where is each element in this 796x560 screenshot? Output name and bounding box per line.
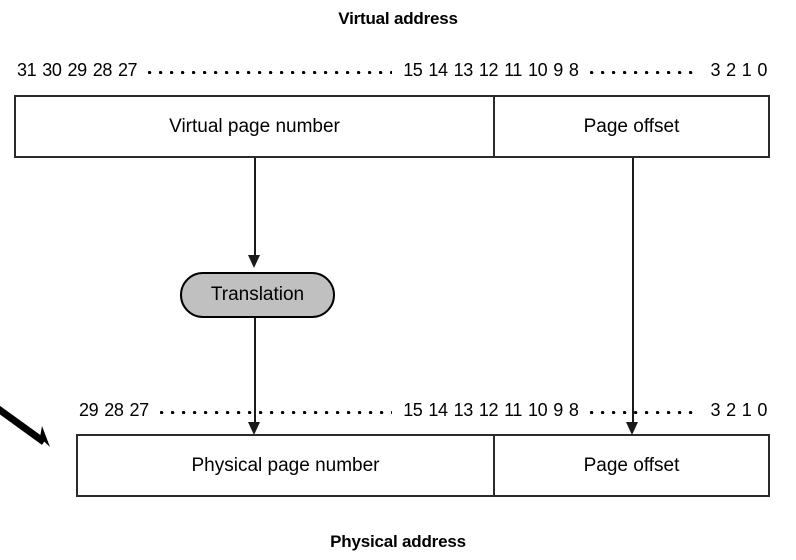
bit-label: 29 — [79, 399, 99, 420]
bit-ellipsis-dots — [148, 61, 393, 79]
bit-label: 11 — [504, 59, 523, 80]
vpn-to-translation-arrow-line — [254, 158, 256, 258]
physical-bits-mid-group: 15 14 13 12 11 10 9 8 — [400, 400, 581, 421]
bit-label: 12 — [478, 59, 499, 80]
bit-label: 3 — [710, 399, 721, 420]
bit-label: 9 — [553, 399, 563, 420]
bit-ellipsis-dots — [589, 61, 700, 79]
bit-label: 15 — [403, 399, 423, 420]
bit-label: 27 — [117, 59, 138, 80]
bit-label: 13 — [453, 59, 474, 80]
bit-label: 14 — [428, 59, 448, 80]
virtual-address-title: Virtual address — [338, 9, 458, 28]
physical-address-box: Physical page number Page offset — [76, 434, 770, 497]
bit-label: 10 — [528, 59, 548, 80]
bit-label: 28 — [92, 59, 113, 80]
bit-label: 15 — [403, 59, 423, 80]
bit-label: 31 — [17, 59, 37, 80]
bit-label: 9 — [553, 59, 563, 80]
virtual-bits-mid-group: 15 14 13 12 11 10 9 8 — [400, 60, 581, 81]
physical-address-title: Physical address — [330, 532, 466, 551]
external-incoming-arrow-icon — [0, 405, 50, 447]
virtual-bits-high-group: 31 30 29 28 27 — [14, 60, 140, 81]
bit-label: 2 — [726, 59, 736, 80]
physical-bits-low-group: 3 2 1 0 — [708, 400, 771, 421]
translation-to-ppn-arrow-head — [248, 422, 260, 435]
bit-label: 28 — [104, 399, 124, 420]
bit-label: 11 — [504, 399, 523, 420]
bit-label: 1 — [741, 59, 752, 80]
bit-label: 3 — [710, 59, 721, 80]
bit-label: 0 — [757, 399, 767, 420]
page-offset-passthrough-arrow-line — [632, 158, 634, 426]
virtual-address-box: Virtual page number Page offset — [14, 95, 770, 158]
physical-page-offset-field: Page offset — [583, 454, 680, 476]
physical-page-number-field: Physical page number — [78, 436, 495, 495]
bit-label: 29 — [67, 59, 87, 80]
virtual-bits-low-group: 3 2 1 0 — [708, 60, 771, 81]
physical-address-bit-labels: 29 28 27 15 14 13 12 11 10 9 8 3 2 1 0 — [76, 399, 770, 421]
bit-label: 8 — [568, 399, 579, 420]
page-offset-passthrough-arrow-head — [626, 422, 638, 435]
bit-ellipsis-dots — [159, 401, 393, 419]
bit-label: 0 — [757, 59, 767, 80]
virtual-page-offset-field: Page offset — [583, 115, 680, 137]
bit-label: 13 — [453, 399, 474, 420]
translation-node: Translation — [180, 272, 335, 318]
bit-label: 1 — [741, 399, 752, 420]
vpn-to-translation-arrow-head — [248, 255, 260, 268]
physical-bits-high-group: 29 28 27 — [76, 400, 152, 421]
bit-label: 10 — [528, 399, 548, 420]
bit-label: 2 — [726, 399, 736, 420]
translation-to-ppn-arrow-line — [254, 318, 256, 426]
bit-label: 8 — [568, 59, 579, 80]
bit-ellipsis-dots — [589, 401, 700, 419]
bit-label: 14 — [428, 399, 448, 420]
bit-label: 30 — [42, 59, 62, 80]
bit-label: 27 — [129, 399, 149, 420]
bit-label: 12 — [478, 399, 499, 420]
virtual-page-number-field: Virtual page number — [16, 97, 495, 156]
virtual-address-bit-labels: 31 30 29 28 27 15 14 13 12 11 10 9 8 3 2… — [14, 59, 770, 81]
